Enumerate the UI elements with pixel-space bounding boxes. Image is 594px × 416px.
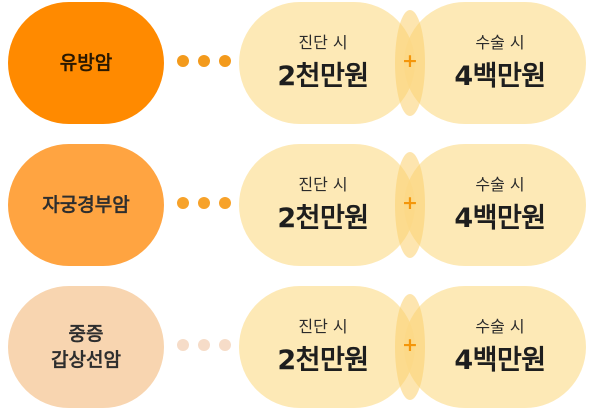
surgery-circle — [404, 2, 586, 124]
connector-dots — [177, 339, 235, 351]
connector-dots — [177, 197, 235, 209]
diagnosis-label: 진단 시 — [298, 317, 348, 336]
connector-dot — [198, 339, 210, 351]
surgery-label: 수술 시 — [475, 175, 525, 194]
connector-dot — [177, 339, 189, 351]
surgery-circle — [404, 144, 586, 266]
surgery-amount: 4백만원 — [454, 345, 546, 376]
coverage-row-cervical-cancer: 자궁경부암 진단 시 2천만원 + 수술 시 4백만원 — [0, 144, 594, 272]
cancer-type-label: 자궁경부암 — [42, 194, 130, 216]
surgery-label: 수술 시 — [475, 317, 525, 336]
diagnosis-circle — [239, 144, 415, 266]
connector-dot — [177, 55, 189, 67]
cancer-type-pill: 자궁경부암 — [8, 144, 164, 266]
surgery-circle — [404, 286, 586, 408]
connector-dot — [177, 197, 189, 209]
surgery-amount: 4백만원 — [454, 203, 546, 234]
coverage-row-breast-cancer: 유방암 진단 시 2천만원 + 수술 시 4백만원 — [0, 2, 594, 130]
connector-dot — [219, 339, 231, 351]
plus-icon: + — [402, 192, 418, 214]
coverage-row-thyroid-cancer: 중증 갑상선암 진단 시 2천만원 + 수술 시 4백만원 — [0, 286, 594, 414]
diagnosis-label: 진단 시 — [298, 175, 348, 194]
circle-overlap — [395, 10, 425, 116]
diagnosis-circle — [239, 286, 415, 408]
connector-dot — [198, 55, 210, 67]
connector-dots — [177, 55, 235, 67]
surgery-label: 수술 시 — [475, 33, 525, 52]
cancer-type-pill: 중증 갑상선암 — [8, 286, 164, 408]
cancer-type-label: 유방암 — [59, 52, 113, 74]
circle-overlap — [395, 152, 425, 258]
cancer-type-pill: 유방암 — [8, 2, 164, 124]
circle-overlap — [395, 294, 425, 400]
plus-icon: + — [402, 334, 418, 356]
plus-icon: + — [402, 50, 418, 72]
connector-dot — [219, 55, 231, 67]
connector-dot — [198, 197, 210, 209]
diagnosis-label: 진단 시 — [298, 33, 348, 52]
surgery-amount: 4백만원 — [454, 61, 546, 92]
diagnosis-circle — [239, 2, 415, 124]
diagnosis-amount: 2천만원 — [277, 61, 369, 92]
diagnosis-amount: 2천만원 — [277, 203, 369, 234]
diagnosis-amount: 2천만원 — [277, 345, 369, 376]
cancer-type-label-line1: 중증 — [68, 323, 104, 345]
connector-dot — [219, 197, 231, 209]
cancer-type-label-line2: 갑상선암 — [51, 349, 121, 371]
